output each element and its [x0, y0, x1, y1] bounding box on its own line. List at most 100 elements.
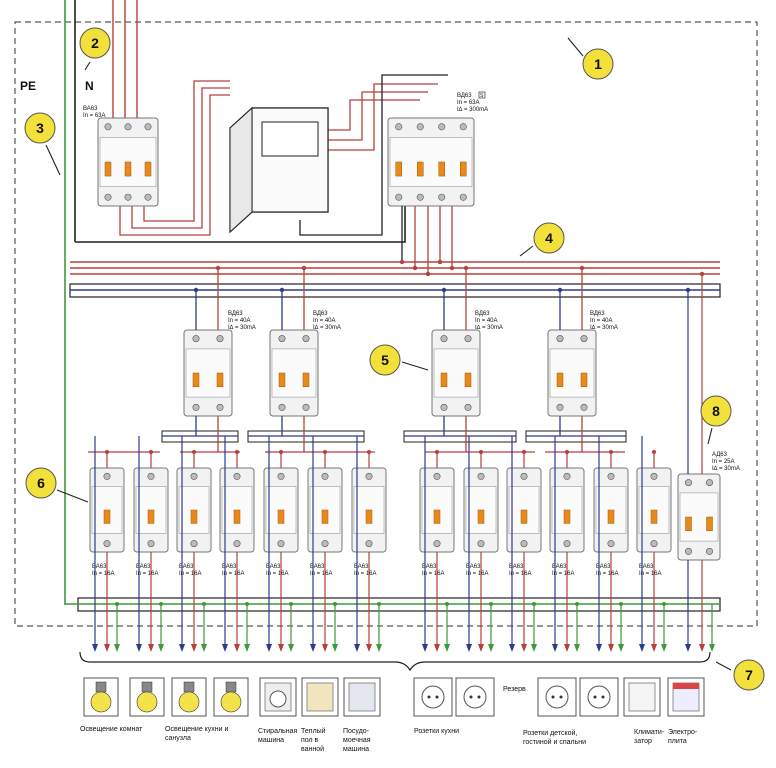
breaker-rating: In = 16A [466, 571, 489, 577]
rcd-leak: I∆ = 30mA [475, 324, 503, 331]
rcd-model: ВД63 [475, 311, 490, 317]
breaker-model: ВА63 [354, 564, 369, 570]
floor-heating-icon [301, 677, 339, 717]
callout-number: 4 [545, 230, 553, 246]
breaker-rating: In = 16A [136, 571, 159, 577]
breaker-rating: In = 16A [639, 571, 662, 577]
breaker-model: ВА63 [222, 564, 237, 570]
difav-rating: In = 25A [712, 459, 735, 465]
callout-number: 6 [37, 475, 45, 491]
rcd-model: ВД63 [313, 311, 328, 317]
rcd-rating: In = 40A [313, 318, 336, 324]
rcd-leak: I∆ = 30mA [228, 324, 256, 331]
lamp-icon [129, 677, 165, 717]
breaker-model: ВА63 [136, 564, 151, 570]
main-breaker-model: ВА63 [83, 106, 98, 112]
callout-number: 5 [381, 352, 389, 368]
group-rcd [269, 329, 319, 417]
socket-icon [455, 677, 495, 717]
main-rcd-mark: S [480, 93, 484, 99]
loads-bracket [79, 651, 711, 672]
breaker-model: ВА63 [509, 564, 524, 570]
breaker-rating: In = 16A [509, 571, 532, 577]
circuit-breaker [549, 467, 585, 553]
pe-label: PE [20, 79, 36, 93]
breaker-model: ВА63 [596, 564, 611, 570]
breaker-model: ВА63 [310, 564, 325, 570]
breaker-model: ВА63 [552, 564, 567, 570]
callout-number: 2 [91, 35, 99, 51]
breaker-model: ВА63 [179, 564, 194, 570]
breaker-model: ВА63 [266, 564, 281, 570]
difav-leak: I∆ = 30mA [712, 465, 740, 472]
callout-7 [733, 659, 765, 691]
rcd-leak: I∆ = 30mA [590, 324, 618, 331]
group-rcd [547, 329, 597, 417]
rcd-model: ВД63 [590, 311, 605, 317]
lamp-icon [83, 677, 119, 717]
callout-number: 8 [712, 403, 720, 419]
rcd-rating: In = 40A [228, 318, 251, 324]
circuit-breaker [219, 467, 255, 553]
main-rcd-rating: In = 63A [457, 100, 480, 106]
breaker-rating: In = 16A [596, 571, 619, 577]
group-rcd [183, 329, 233, 417]
load-caption: Резерв [503, 686, 526, 693]
socket-icon [537, 677, 577, 717]
breaker-rating: In = 16A [422, 571, 445, 577]
circuit-breaker [89, 467, 125, 553]
rcd-leak: I∆ = 30mA [313, 324, 341, 331]
n-label: N [85, 79, 94, 93]
air-conditioner-icon [623, 677, 661, 717]
circuit-breaker [419, 467, 455, 553]
callout-6 [25, 467, 57, 499]
breaker-rating: In = 16A [354, 571, 377, 577]
callout-2 [79, 27, 111, 59]
callout-4 [533, 222, 565, 254]
main-rcd-leak: I∆ = 300mA [457, 106, 488, 113]
circuit-breaker [593, 467, 629, 553]
breaker-rating: In = 16A [179, 571, 202, 577]
circuit-breaker [176, 467, 212, 553]
circuit-breaker [133, 467, 169, 553]
group-rcd [431, 329, 481, 417]
circuit-breaker [263, 467, 299, 553]
difav-model: АД63 [712, 452, 728, 458]
callout-5 [369, 344, 401, 376]
lamp-icon [171, 677, 207, 717]
circuit-breaker [351, 467, 387, 553]
circuit-breaker [636, 467, 672, 553]
socket-icon [579, 677, 619, 717]
panel-enclosure [14, 21, 758, 627]
load-caption: Электро-плита [668, 729, 698, 745]
load-caption: Освещение комнат [80, 726, 143, 733]
breaker-rating: In = 16A [310, 571, 333, 577]
callout-1 [582, 48, 614, 80]
difav-module [677, 473, 721, 561]
washing-machine-icon [259, 677, 297, 717]
rcd-rating: In = 40A [590, 318, 613, 324]
breaker-model: ВА63 [466, 564, 481, 570]
breaker-rating: In = 16A [266, 571, 289, 577]
callout-number: 7 [745, 667, 753, 683]
main-breaker-rating: In = 63A [83, 113, 106, 119]
feed-wires [75, 205, 406, 243]
main-rcd-model: ВД63 [457, 93, 472, 99]
load-caption: Розетки детской,гостиной и спальни [523, 729, 586, 746]
dishwasher-icon [343, 677, 381, 717]
socket-icon [413, 677, 453, 717]
main-breaker [97, 117, 159, 207]
callout-number: 3 [36, 120, 44, 136]
callout-8 [700, 395, 732, 427]
rcd-rating: In = 40A [475, 318, 498, 324]
callout-number: 1 [594, 56, 602, 72]
load-caption: Климати-затор [634, 729, 665, 745]
main-rcd [387, 117, 475, 207]
callout-3 [24, 112, 56, 144]
load-caption: Розетки кухни [414, 728, 459, 735]
electricity-meter [229, 106, 329, 234]
